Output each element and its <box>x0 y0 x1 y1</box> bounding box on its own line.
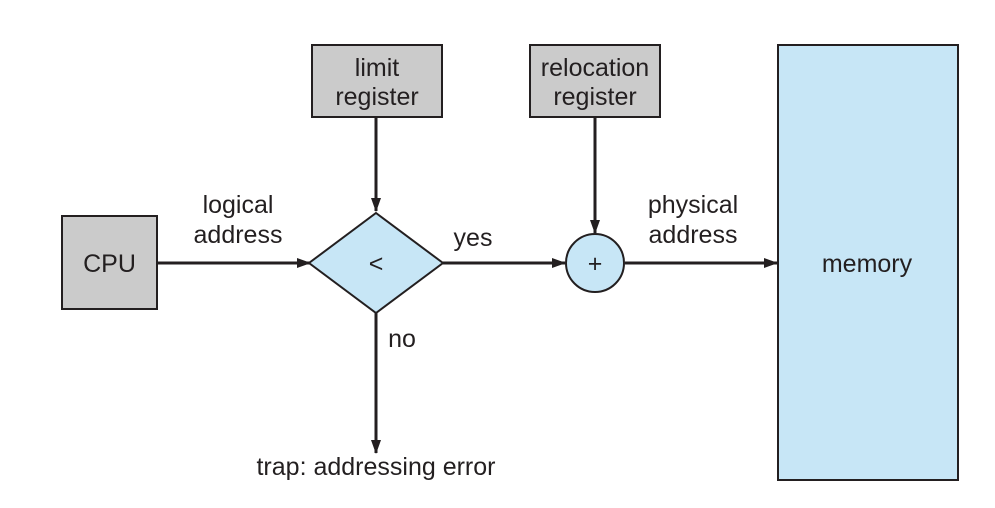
adder-circle: + <box>565 233 625 293</box>
limit-register-box: limit register <box>311 44 443 118</box>
memory-label: memory <box>822 250 913 278</box>
logical-address-label-line2: address <box>194 221 283 249</box>
logical-address-label-line1: logical <box>203 191 274 219</box>
memory-box: memory <box>777 44 959 481</box>
comparator-symbol: < <box>369 250 384 278</box>
no-label: no <box>388 325 416 353</box>
yes-label: yes <box>454 224 493 252</box>
relocation-register-label-line1: relocation <box>541 54 649 82</box>
adder-symbol: + <box>588 250 603 278</box>
limit-register-label-line1: limit <box>355 54 399 82</box>
physical-address-label-line2: address <box>649 221 738 249</box>
limit-register-label-line2: register <box>335 83 418 111</box>
relocation-register-box: relocation register <box>529 44 661 118</box>
cpu-label: CPU <box>83 250 136 278</box>
trap-label: trap: addressing error <box>256 453 495 481</box>
physical-address-label-line1: physical <box>648 191 738 219</box>
relocation-register-label-line2: register <box>553 83 636 111</box>
comparator-diamond: < <box>307 211 445 315</box>
cpu-box: CPU <box>61 215 158 310</box>
